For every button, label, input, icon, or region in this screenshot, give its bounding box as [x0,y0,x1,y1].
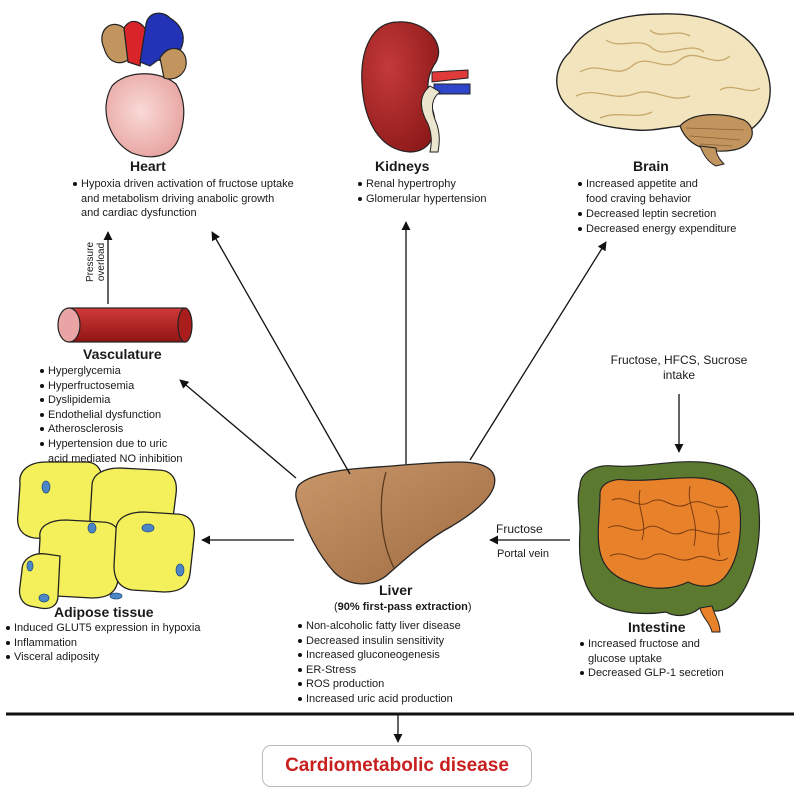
liver-illustration [295,461,496,585]
adipose-effects-list: Induced GLUT5 expression in hypoxia Infl… [6,621,201,665]
intestine-illustration [577,461,760,633]
brain-effect: Increased appetite and [578,177,698,192]
brain-illustration [556,13,771,167]
liver-subtitle-close: ) [467,601,472,613]
heart-effect-line: and metabolism driving anabolic growth [81,193,275,205]
liver-effect: Increased gluconeogenesis [298,648,461,663]
overload-line: overload [96,242,107,282]
intestine-effects-list-2: Decreased GLP-1 secretion [580,666,724,681]
liver-subtitle-bold: 90% first-pass extraction [337,601,468,613]
brain-title: Brain [633,158,669,174]
liver-title: Liver [379,582,413,598]
vasculature-effect: Hypertension due to uric [40,437,167,452]
arrow-liver-to-vasculature [179,379,297,479]
kidneys-effects-list: Renal hypertrophy Glomerular hypertensio… [358,177,486,206]
intestine-effect-continued: glucose uptake [588,653,662,665]
brain-effects-list-2: Decreased leptin secretion Decreased ene… [578,207,736,236]
adipose-illustration [16,461,196,610]
kidneys-title: Kidneys [375,158,430,174]
intestine-title: Intestine [628,619,686,635]
arrow-liver-to-brain [469,241,607,461]
vasculature-effect: Atherosclerosis [40,422,167,437]
liver-effect: ER-Stress [298,663,461,678]
arrows [103,221,684,743]
brain-effect: Decreased energy expenditure [578,222,736,237]
liver-subtitle: (90% first-pass extraction) [334,600,472,614]
intestine-effects-list: Increased fructose and [580,637,700,652]
brain-effect: Decreased leptin secretion [578,207,736,222]
vasculature-effect-continued: acid mediated NO inhibition [48,453,183,465]
arrow-liver-to-heart [211,231,351,475]
intestine-effect: Decreased GLP-1 secretion [580,666,724,681]
kidneys-effect: Glomerular hypertension [358,192,486,207]
vasculature-effect: Endothelial dysfunction [40,408,167,423]
liver-effects-list: Non-alcoholic fatty liver disease Decrea… [298,619,461,707]
vasculature-effects-list: Hyperglycemia Hyperfructosemia Dyslipide… [40,364,167,452]
vasculature-effect: Hyperglycemia [40,364,167,379]
vasculature-effect: Hyperfructosemia [40,379,167,394]
kidneys-effect: Renal hypertrophy [358,177,486,192]
heart-effect: Hypoxia driven activation of fructose up… [73,177,294,192]
intestine-effect: Increased fructose and [580,637,700,652]
heart-title: Heart [130,158,166,174]
liver-effect: Increased uric acid production [298,692,461,707]
heart-effect-line: and cardiac dysfunction [81,207,197,219]
portal-vein-label: Portal vein [497,548,549,560]
outcome-box: Cardiometabolic disease [262,745,532,787]
kidney-illustration [361,21,471,153]
heart-illustration [101,12,187,158]
liver-effect: Non-alcoholic fatty liver disease [298,619,461,634]
intake-line-2: intake [662,368,696,382]
liver-effect: Decreased insulin sensitivity [298,634,461,649]
brain-effects-list: Increased appetite and [578,177,698,192]
vasculature-effect: Dyslipidemia [40,393,167,408]
outcome-label: Cardiometabolic disease [285,755,509,776]
heart-effects-list: Hypoxia driven activation of fructose up… [73,177,294,192]
vasculature-title: Vasculature [83,346,162,362]
adipose-effect: Inflammation [6,636,201,651]
intake-label: Fructose, HFCS, Sucrose intake [597,353,761,383]
liver-effect: ROS production [298,677,461,692]
adipose-title: Adipose tissue [54,604,154,620]
intake-line-1: Fructose, HFCS, Sucrose [610,353,748,367]
fructose-label: Fructose [496,522,543,536]
adipose-effect: Visceral adiposity [6,650,201,665]
adipose-effect: Induced GLUT5 expression in hypoxia [6,621,201,636]
pressure-line: Pressure [85,241,96,283]
pressure-overload-label: Pressure overload [85,242,107,282]
heart-effect-continued: and metabolism driving anabolic growth a… [81,192,274,220]
brain-effect-continued: food craving behavior [586,193,692,205]
vessel-illustration [57,307,193,343]
liver-subtitle-open: ( [334,601,338,613]
